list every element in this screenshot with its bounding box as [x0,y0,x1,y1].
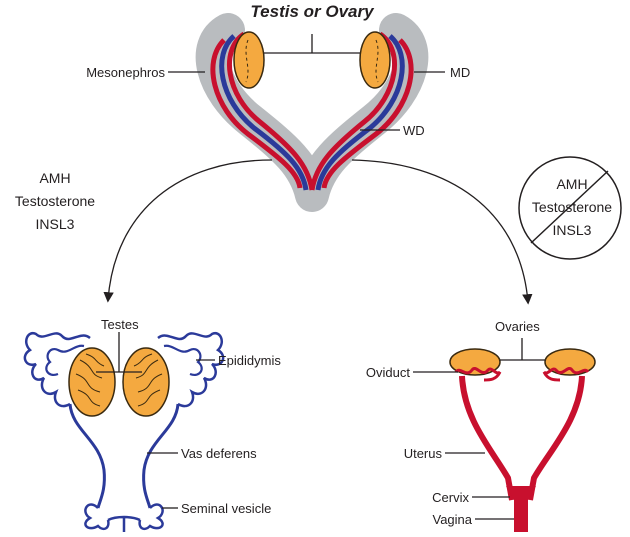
uterus-label: Uterus [404,446,443,461]
cervix-vagina [506,486,536,532]
cervix-label: Cervix [432,490,469,505]
female-hormones-blocked: AMH Testosterone INSL3 [518,156,622,260]
male-pathway-arrow [103,159,273,303]
testis-left-tubules [75,353,105,407]
wolffian-duct-right [315,34,405,191]
ovary-right [544,348,596,376]
wolffian-duct-left [219,34,309,191]
seminal-vesicle-left [84,503,110,531]
epididymis-right [157,331,225,408]
indifferent-stage [195,13,429,212]
prohibition-slash [530,170,609,244]
male-hormone-insl3: INSL3 [36,216,75,232]
indifferent-gonad-left-detail [245,39,249,83]
epididymis-label: Epididymis [218,353,281,368]
epididymis-left-inner [45,344,85,376]
male-tract [23,331,225,532]
md-label: MD [450,65,470,80]
epididymis-left [23,331,91,408]
vagina-label: Vagina [432,512,472,527]
testes-label: Testes [101,317,139,332]
female-hormone-amh: AMH [556,176,587,192]
female-tract [449,338,596,532]
oviduct-left [454,367,502,382]
mesonephros-label: Mesonephros [86,65,165,80]
wd-label: WD [403,123,425,138]
seminal-vesicle-right [138,503,164,531]
uterine-horn-left [459,375,515,501]
ovaries-label: Ovaries [495,319,540,334]
female-hormone-insl3: INSL3 [553,222,592,238]
vas-deferens-left [68,403,106,509]
prohibition-circle [518,156,622,260]
female-hormone-testosterone: Testosterone [532,199,612,215]
oviduct-label: Oviduct [366,365,410,380]
seminal-vesicle-label: Seminal vesicle [181,501,271,516]
title-bracket [264,34,360,54]
oviduct-right [542,367,590,382]
vas-deferens-label: Vas deferens [181,446,257,461]
epididymis-right-inner [163,344,203,376]
testis-left [68,347,116,417]
testis-right-tubules [133,353,163,407]
mullerian-duct-left-outer [210,38,303,189]
ovaries-bracket [500,338,545,361]
urethra [107,515,141,532]
testes-bracket [96,332,142,373]
vas-deferens-right [142,403,180,509]
indifferent-gonad-right-detail [375,39,379,83]
male-hormone-testosterone: Testosterone [15,193,95,209]
testis-right [122,347,170,417]
male-hormones: AMH Testosterone INSL3 [15,170,95,232]
indifferent-gonad-right [359,31,391,89]
male-hormone-amh: AMH [39,170,70,186]
indifferent-gonad-left [233,31,265,89]
mesonephros-band [195,13,429,212]
mullerian-duct-right [309,31,397,191]
diagram-title: Testis or Ovary [250,2,375,21]
mullerian-duct-left [227,31,315,191]
female-pathway-arrow [351,159,533,305]
uterine-horn-right [527,375,585,501]
